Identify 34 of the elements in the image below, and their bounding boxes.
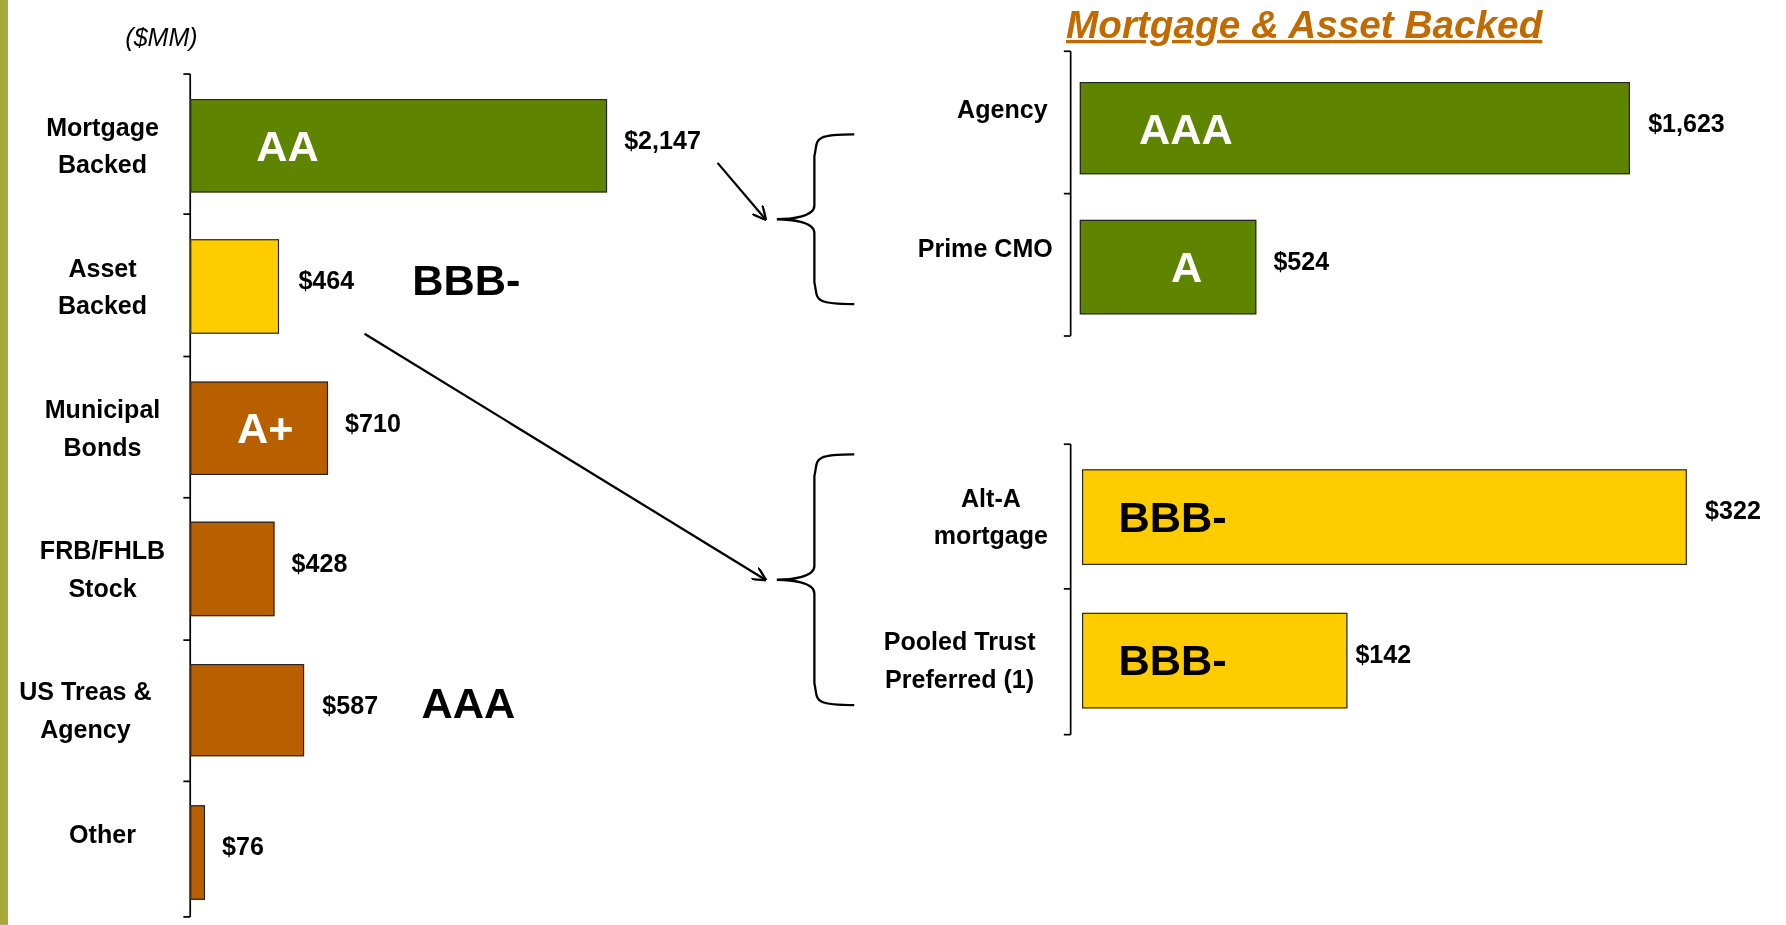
value-label: $464 xyxy=(298,266,355,297)
rating-label: AAA xyxy=(421,680,516,726)
category-label: Other xyxy=(68,818,137,850)
rating-label: AA xyxy=(256,123,319,169)
value-label: $322 xyxy=(1705,496,1761,527)
category-label: Agency xyxy=(956,94,1049,126)
value-label: $524 xyxy=(1273,247,1330,277)
rating-label: BBB- xyxy=(1118,637,1227,684)
category-label: US Treas & Agency xyxy=(18,676,153,746)
value-label: $76 xyxy=(222,832,264,863)
value-label: $428 xyxy=(291,549,348,579)
rating-label: AAA xyxy=(1139,105,1233,151)
value-label: $1,623 xyxy=(1648,109,1725,139)
category-label: Asset Backed xyxy=(56,252,149,322)
category-label: Municipal Bonds xyxy=(43,394,162,464)
value-label: $2,147 xyxy=(624,126,701,157)
category-label: Alt-A mortgage xyxy=(932,483,1049,553)
rating-label: BBB- xyxy=(412,257,521,303)
rating-label: A+ xyxy=(236,405,294,452)
category-label: Mortgage Backed xyxy=(45,111,160,181)
value-label: $710 xyxy=(345,408,401,439)
rating-label: A xyxy=(1170,244,1203,290)
category-label: FRB/FHLB Stock xyxy=(38,534,167,604)
category-label: Prime CMO xyxy=(916,233,1054,265)
unit-label: ($MM) xyxy=(125,22,198,53)
curly-brace xyxy=(774,133,855,306)
curly-brace xyxy=(774,453,855,707)
section-title: Mortgage & Asset Backed xyxy=(1065,2,1544,47)
rating-label: BBB- xyxy=(1118,494,1227,540)
value-label: $142 xyxy=(1355,640,1412,670)
arrow xyxy=(363,332,768,582)
category-label: Pooled Trust Preferred (1) xyxy=(882,626,1037,696)
value-label: $587 xyxy=(322,691,379,721)
arrow xyxy=(716,162,768,222)
